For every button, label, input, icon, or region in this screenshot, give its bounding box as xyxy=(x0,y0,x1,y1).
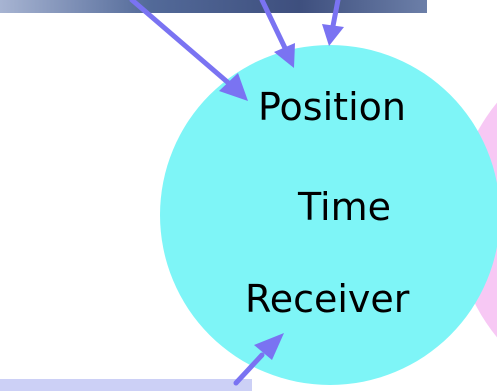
receiver-label: Receiver xyxy=(245,277,410,321)
main-circle xyxy=(160,45,497,385)
arrow-middle xyxy=(259,0,295,68)
bottom-box xyxy=(0,379,252,391)
arrow-right xyxy=(322,0,344,46)
time-label: Time xyxy=(298,185,391,229)
top-image-band xyxy=(0,0,427,13)
arrow-left xyxy=(129,0,248,101)
position-label: Position xyxy=(258,85,406,129)
arrow-bottom xyxy=(233,333,284,386)
